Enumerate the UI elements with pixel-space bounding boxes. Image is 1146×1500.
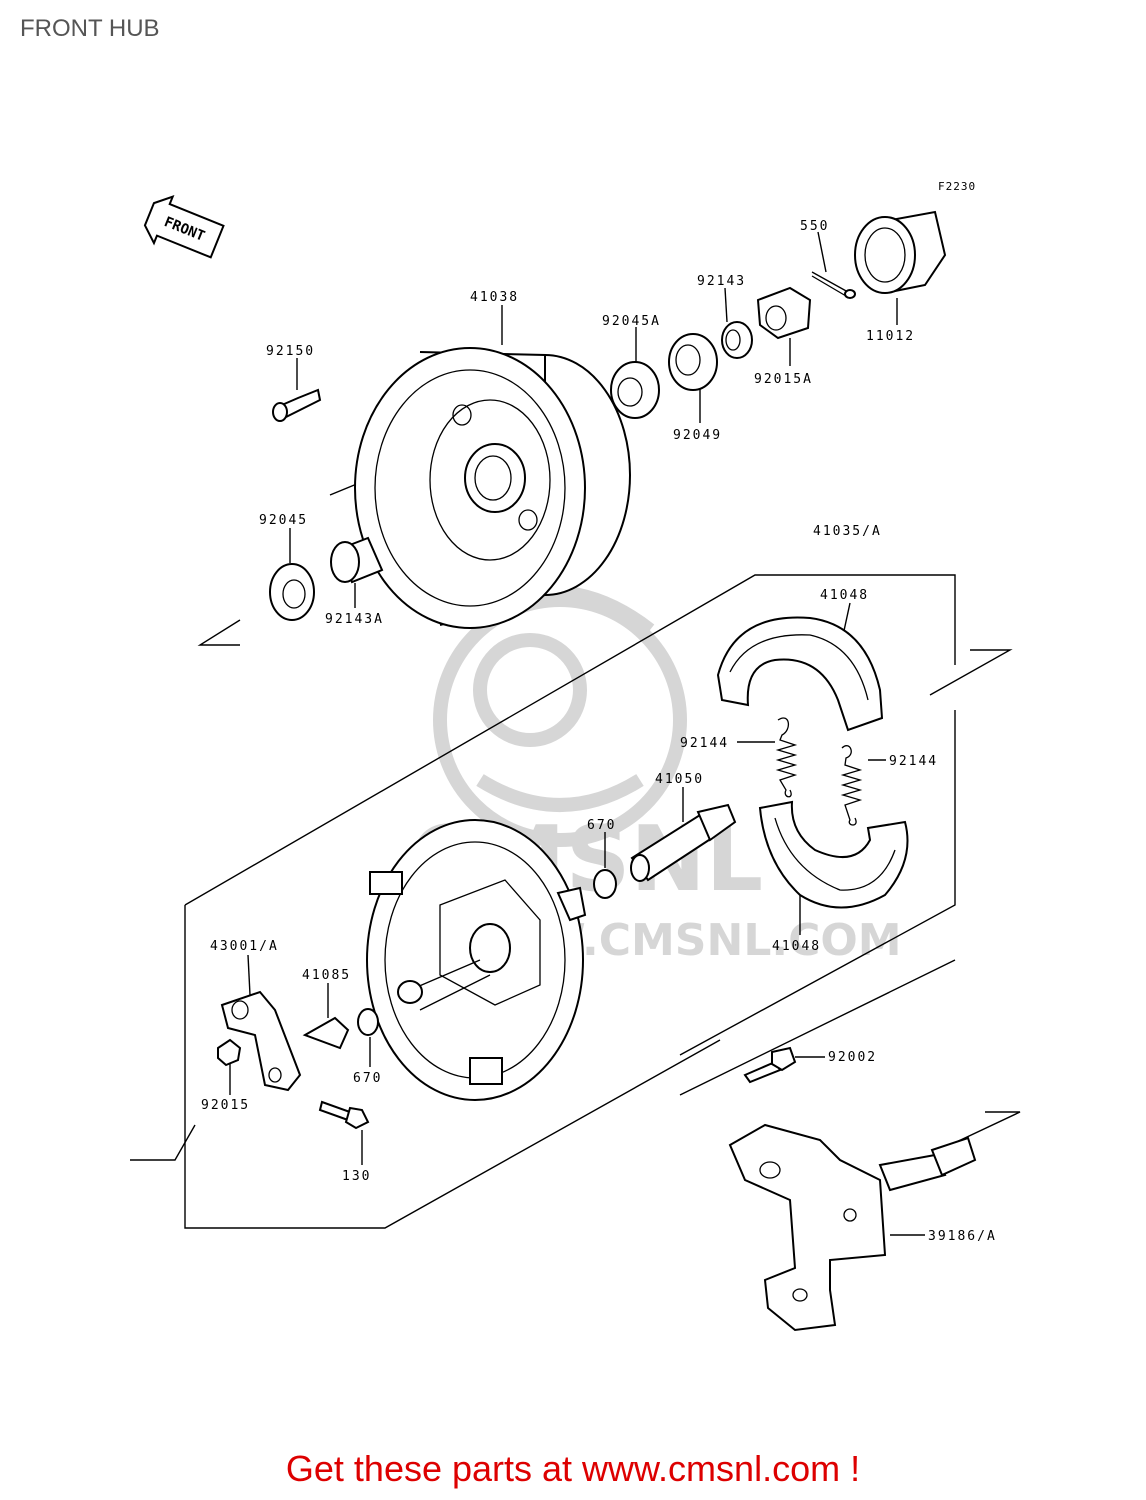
part-label: 92143A (325, 612, 384, 627)
brake-lever-43001A (220, 990, 302, 1092)
bearing-92045 (269, 563, 315, 621)
oil-seal-92049 (668, 333, 718, 391)
collar-92143 (721, 321, 753, 359)
part-label: 41048 (772, 939, 821, 954)
figure-code: F2230 (938, 180, 976, 193)
hub-cap-11012 (854, 210, 947, 294)
part-label: 92045 (259, 513, 308, 528)
spring-92144-left (775, 717, 798, 798)
part-label: 92002 (828, 1050, 877, 1065)
knuckle-39186A (728, 1123, 977, 1332)
hub-drum-41038 (354, 347, 631, 629)
part-label: 92144 (680, 736, 729, 751)
part-label: 41085 (302, 968, 351, 983)
page-title: FRONT HUB (20, 15, 160, 42)
footer-shop-link[interactable]: Get these parts at www.cmsnl.com ! (285, 1448, 861, 1489)
part-label: 39186/A (928, 1229, 997, 1244)
brake-panel-41035A (366, 819, 587, 1101)
part-label: 92150 (266, 344, 315, 359)
brake-shoe-41048-upper (716, 616, 884, 732)
part-label: 11012 (866, 329, 915, 344)
part-label: 92015 (201, 1098, 250, 1113)
o-ring-670-upper (593, 869, 617, 899)
bolt-130 (318, 1100, 370, 1130)
part-label: 43001/A (210, 939, 279, 954)
part-label: 41048 (820, 588, 869, 603)
spring-92144-right (840, 745, 863, 826)
part-label: 670 (587, 818, 616, 833)
bolt-92002 (743, 1046, 797, 1084)
part-label: 550 (800, 219, 829, 234)
leader-lines (229, 231, 925, 1236)
frame-lines (130, 457, 1021, 1229)
indicator-41085 (302, 1016, 350, 1050)
part-label: 92045A (602, 314, 661, 329)
bolt-92150 (272, 388, 322, 422)
o-ring-670-lower (357, 1008, 379, 1036)
nut-92015 (217, 1038, 242, 1067)
part-label: 41050 (655, 772, 704, 787)
cam-shaft-41050 (630, 803, 737, 882)
castle-nut-92015A (756, 286, 812, 340)
part-label: 130 (342, 1169, 371, 1184)
collar-92143A (330, 536, 384, 584)
front-direction-arrow: FRONT (143, 195, 225, 259)
parts-diagram: CMSNL WWW.CMSNL.COM F2230 FRONT (130, 180, 1021, 1332)
bearing-92045A (610, 361, 660, 419)
part-labels: 550 11012 92143 41038 92045A 92015A 9215… (201, 219, 997, 1244)
cotter-pin-550 (811, 271, 856, 299)
part-label: 92143 (697, 274, 746, 289)
part-label: 92015A (754, 372, 813, 387)
part-label: 41035/A (813, 524, 882, 539)
part-label: 92049 (673, 428, 722, 443)
part-label: 670 (353, 1071, 382, 1086)
brake-shoe-41048-lower (758, 800, 909, 909)
part-label: 41038 (470, 290, 519, 305)
part-label: 92144 (889, 754, 938, 769)
